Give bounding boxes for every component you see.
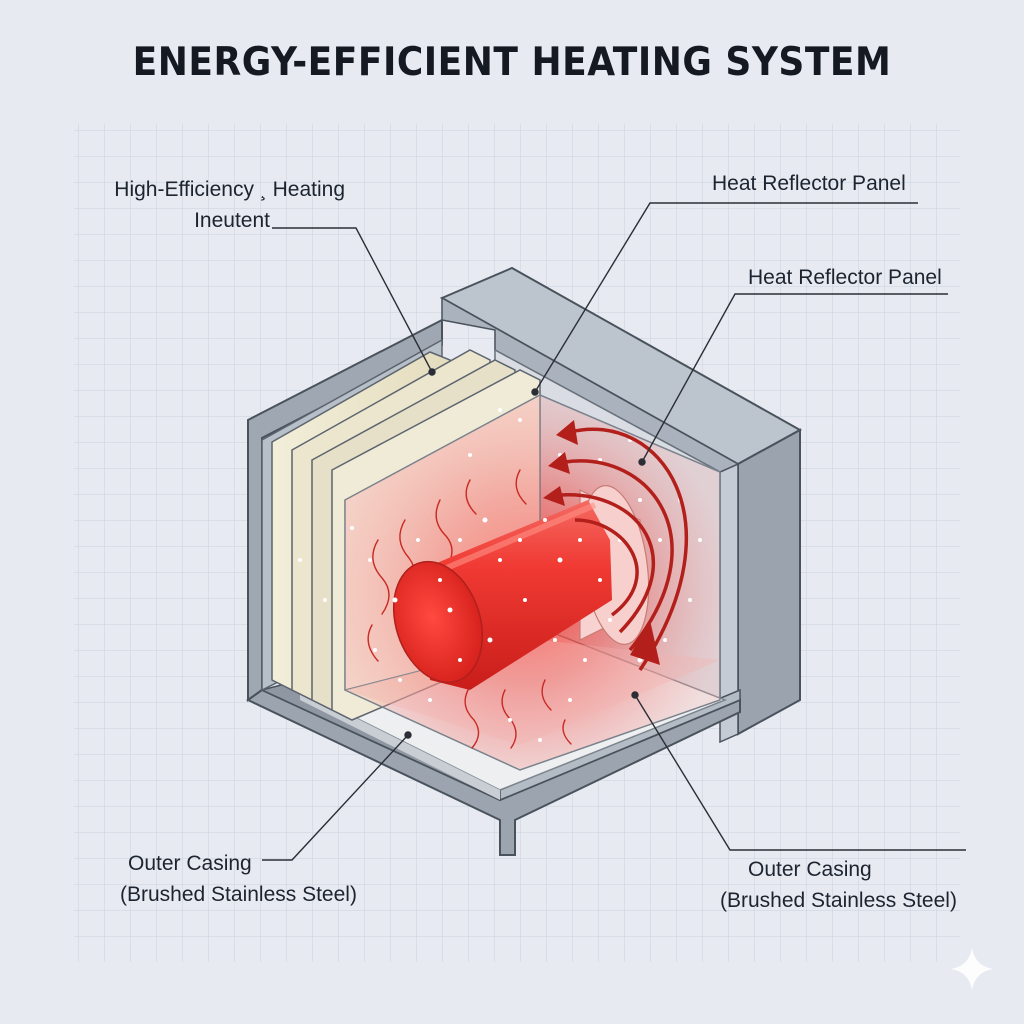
label-casing-left-line1: Outer Casing <box>128 852 252 875</box>
label-heating-element-line1: High-Efficiency ¸ Heating <box>114 178 345 201</box>
leader-reflector-right <box>641 293 948 463</box>
label-heating-element-line2: Ineutent <box>194 209 270 232</box>
sparkle-icon <box>951 948 993 990</box>
leader-reflector-top <box>534 202 918 393</box>
diagram-title: ENERGY-EFFICIENT HEATING SYSTEM <box>132 40 892 85</box>
leader-lines <box>262 202 966 861</box>
label-casing-right: Outer Casing (Brushed Stainless Steel) <box>720 854 957 916</box>
leader-casing-left <box>262 734 409 861</box>
leader-casing-right <box>634 694 966 851</box>
heat-waves <box>367 469 572 749</box>
leader-heating-element <box>272 227 433 373</box>
label-reflector-top: Heat Reflector Panel <box>712 172 906 195</box>
label-heating-element: High-Efficiency ¸ Heating Ineutent <box>90 174 345 236</box>
label-casing-right-line1: Outer Casing <box>748 858 872 881</box>
label-reflector-right: Heat Reflector Panel <box>748 266 942 289</box>
label-casing-left-line2: (Brushed Stainless Steel) <box>120 883 357 906</box>
label-casing-left: Outer Casing (Brushed Stainless Steel) <box>120 848 357 910</box>
heat-flow-arrows <box>543 420 689 671</box>
label-casing-right-line2: (Brushed Stainless Steel) <box>720 889 957 912</box>
